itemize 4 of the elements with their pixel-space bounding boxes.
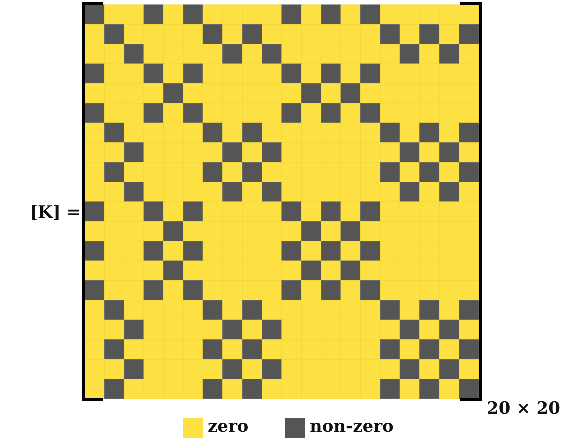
matrix-label: [K] =	[30, 205, 82, 222]
matrix-size-label: 20 × 20	[487, 401, 560, 418]
legend-label: non-zero	[310, 419, 394, 436]
legend-label: zero	[208, 419, 249, 436]
